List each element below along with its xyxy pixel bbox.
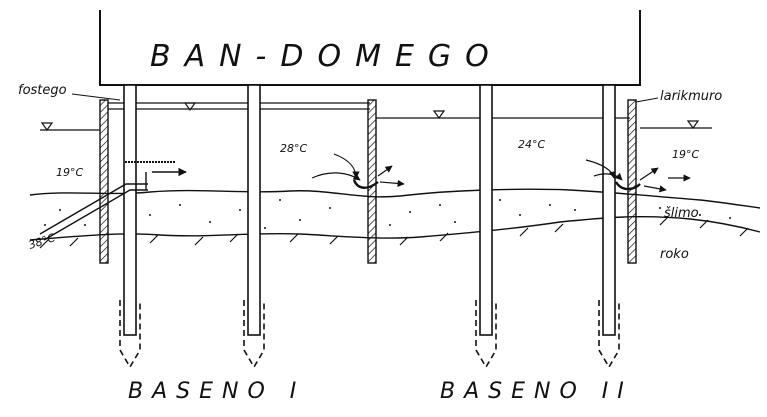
leader-lines — [71, 93, 659, 103]
silt-dots — [44, 199, 731, 229]
basin-2-label: BASENO II — [440, 379, 633, 404]
building-title: BAN-DOMEGO — [150, 39, 503, 74]
temp-spring: 38°C — [27, 231, 57, 252]
label-fostego: fostego — [18, 83, 67, 98]
piles — [119, 84, 620, 369]
temp-outer-right: 19°C — [672, 148, 699, 161]
sheet-walls — [99, 99, 637, 264]
pile-4 — [598, 84, 620, 369]
basin-1-label: BASENO I — [128, 379, 305, 404]
rock-hatching — [39, 216, 749, 249]
temp-basin2: 24°C — [518, 138, 545, 151]
flow-arrows — [311, 153, 691, 193]
label-larikmuro: larikmuro — [660, 89, 722, 104]
building — [99, 10, 641, 86]
temp-outer-left: 19°C — [56, 166, 83, 179]
label-slimo: šlimo — [664, 206, 699, 221]
pile-1 — [119, 84, 141, 369]
temp-basin1: 28°C — [280, 142, 307, 155]
water-levels — [40, 102, 712, 132]
spring-pipe — [39, 161, 187, 241]
silt-layer — [29, 188, 761, 241]
pile-3 — [475, 84, 497, 369]
label-roko: roko — [660, 247, 689, 262]
pile-2 — [243, 84, 265, 369]
